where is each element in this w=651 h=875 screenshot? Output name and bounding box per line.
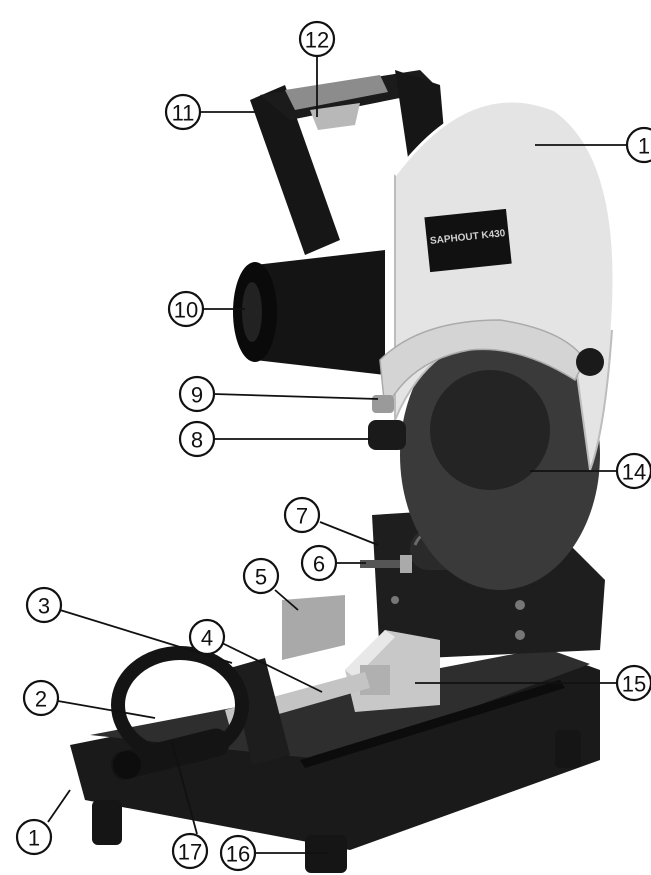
guard-edge <box>393 99 616 331</box>
brand-label: SAPHOUT K430 <box>424 208 512 273</box>
leader-17 <box>171 741 198 835</box>
callout-label: 9 <box>191 383 203 408</box>
callout-label: 16 <box>226 842 250 867</box>
callout-label: 4 <box>201 626 213 651</box>
foot-back-right <box>555 730 581 768</box>
callout-7: 7 <box>283 496 321 534</box>
foot-front-right <box>305 835 347 873</box>
housing-screw-3 <box>391 596 399 604</box>
handle-grip <box>285 75 388 110</box>
guard-pivot <box>372 395 394 413</box>
foot-front-left <box>92 800 122 845</box>
callout-5: 5 <box>242 557 280 595</box>
callout-3: 3 <box>25 586 63 624</box>
housing-screw-1 <box>515 600 525 610</box>
leader-1a <box>47 789 71 823</box>
callout-label: 6 <box>313 552 325 577</box>
callout-1-foot: 1 <box>15 818 53 856</box>
callout-11: 11 <box>164 93 202 131</box>
callout-label: 10 <box>174 298 198 323</box>
callout-label: 1 <box>28 826 40 851</box>
callout-label: 2 <box>35 687 47 712</box>
trigger-switch <box>310 103 360 130</box>
guard-knob <box>576 348 604 376</box>
callout-17: 17 <box>171 832 209 870</box>
callout-label: 12 <box>305 28 329 53</box>
callout-label: 14 <box>622 460 646 485</box>
callout-14: 14 <box>615 452 651 490</box>
callout-label: 5 <box>255 565 267 590</box>
lower-guard <box>379 319 586 413</box>
leader-2 <box>57 700 156 719</box>
leader-5 <box>274 589 299 611</box>
callout-15: 15 <box>615 664 651 702</box>
callout-4: 4 <box>188 618 226 656</box>
callout-8: 8 <box>178 420 216 458</box>
callout-label: 8 <box>191 428 203 453</box>
handle <box>250 70 450 255</box>
leader-4 <box>219 641 323 693</box>
leader-9 <box>213 393 379 400</box>
callout-1-guard: 1 <box>625 126 651 164</box>
callout-label: 15 <box>622 672 646 697</box>
callout-label: 7 <box>296 504 308 529</box>
leader-7 <box>319 521 379 546</box>
lever-cap <box>113 751 141 779</box>
callout-9: 9 <box>178 375 216 413</box>
callout-16: 16 <box>219 834 257 872</box>
vise-fence <box>282 595 345 660</box>
depth-stop-bolt <box>360 560 405 568</box>
callout-10: 10 <box>167 290 205 328</box>
motor <box>233 250 385 375</box>
callout-label: 3 <box>38 594 50 619</box>
callout-12: 12 <box>298 20 336 58</box>
vise-jaw <box>345 630 440 712</box>
disc-shadow <box>430 370 550 490</box>
callout-label: 1 <box>638 134 650 159</box>
callouts: 1 1 2 3 4 5 6 7 <box>15 20 651 872</box>
callout-2: 2 <box>22 679 60 717</box>
callout-label: 11 <box>172 101 195 126</box>
depth-stop-nut <box>400 555 412 573</box>
callout-label: 17 <box>178 840 202 865</box>
machine-illustration: SAPHOUT K430 <box>70 70 616 873</box>
base-slot <box>300 680 565 768</box>
callout-6: 6 <box>300 544 338 582</box>
guard-lock-knob <box>368 420 406 450</box>
housing-screw-2 <box>515 630 525 640</box>
